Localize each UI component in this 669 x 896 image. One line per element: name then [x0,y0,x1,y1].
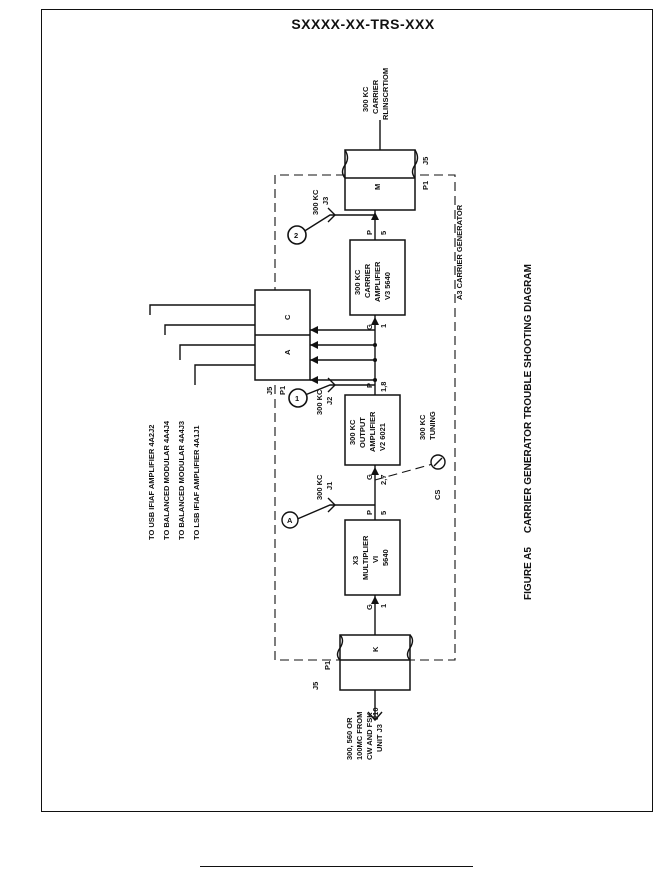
block-carrier-amp: 300 KC CARRIER AMPLIFIER V3 5640 [349,239,406,316]
connector-middle-pin-c: C [283,314,292,320]
figure-caption: FIGURE A5 CARRIER GENERATOR TROUBLE SHOO… [523,264,534,600]
svg-text:A: A [287,516,293,525]
connector-middle-j: J5 [265,387,274,395]
svg-text:V2 6021: V2 6021 [378,423,387,451]
svg-text:1: 1 [379,324,388,328]
connector-right-j: J5 [421,157,430,165]
svg-text:300 KC: 300 KC [361,86,370,112]
svg-text:5: 5 [379,511,388,515]
svg-text:P: P [365,510,374,515]
connector-right-p: P1 [421,181,430,190]
svg-text:UNIT J3: UNIT J3 [375,724,384,752]
connector-right: M P1 J5 [341,149,430,211]
signal-path [371,210,379,635]
svg-text:X3: X3 [351,556,360,565]
bus-lines [310,326,377,384]
output-lead: 300 KC CARRIER RLINSCRTIOM [361,68,390,150]
block-output-amp: 300 KC OUTPUT AMPLIFIER V2 6021 [344,394,401,466]
destination-4: TO LSB IFIAF AMPLIFIER 4A1J1 [192,425,201,540]
svg-text:VI: VI [371,556,380,563]
destination-3: TO BALANCED MODULAR 4A4J3 [177,421,186,540]
svg-text:300 KC: 300 KC [315,389,324,415]
connector-middle-pin-a: A [283,349,292,355]
svg-text:2: 2 [294,231,298,240]
svg-text:1,8: 1,8 [379,382,388,392]
svg-text:J2: J2 [325,397,334,405]
svg-text:G: G [365,474,374,480]
connector-left-pin: K [371,646,380,652]
svg-text:J3: J3 [321,197,330,205]
svg-text:300, 560 OR: 300, 560 OR [345,717,354,760]
svg-text:P: P [365,230,374,235]
svg-text:TUNING: TUNING [428,411,437,440]
page-border [41,9,653,812]
svg-text:CARRIER: CARRIER [363,263,372,298]
svg-text:300 KC: 300 KC [311,189,320,215]
test-point-a: A 300 KC J1 [281,474,375,529]
svg-text:AMPLIFIER: AMPLIFIER [368,411,377,452]
document-id: SXXXX-XX-TRS-XXX [291,16,435,32]
svg-text:CS: CS [433,490,442,500]
input-lead: J10 300, 560 OR 100MC FROM CW AND FSK UN… [345,690,384,760]
svg-text:AMPLIFIER: AMPLIFIER [373,261,382,302]
connector-left-j: J5 [311,682,320,690]
input-jack: J10 [371,707,380,720]
svg-text:V3 5640: V3 5640 [383,272,392,300]
svg-text:1: 1 [295,394,299,403]
svg-text:G: G [365,324,374,330]
svg-text:300 KC: 300 KC [418,414,427,440]
connector-right-pin: M [373,184,382,190]
svg-text:300 KC: 300 KC [315,474,324,500]
svg-text:J1: J1 [325,482,334,490]
block-multiplier: X3 MULTIPLIER VI 5640 [344,519,401,596]
svg-text:1: 1 [379,604,388,608]
destination-2: TO BALANCED MODULAR 4A4J4 [162,420,171,540]
section-label: A3 CARRIER GENERATOR [455,204,464,300]
svg-text:MULTIPLIER: MULTIPLIER [361,535,370,580]
svg-text:CW AND FSK: CW AND FSK [365,712,374,760]
connector-left-p: P1 [323,661,332,670]
svg-text:OUTPUT: OUTPUT [358,417,367,448]
svg-text:5640: 5640 [381,549,390,566]
destination-1: TO USB IFIAF AMPLIFIER 4A2J2 [147,425,156,540]
svg-text:300 KC: 300 KC [348,419,357,445]
svg-text:2,7: 2,7 [379,475,388,485]
tuning-control: CS 300 KC TUNING [374,411,446,500]
svg-text:300 KC: 300 KC [353,269,362,295]
svg-text:G: G [365,604,374,610]
test-point-1: 1 300 KC J2 [288,377,375,415]
connector-middle: A C P1 J5 [254,289,311,395]
svg-text:5: 5 [379,231,388,235]
svg-text:RLINSCRTIOM: RLINSCRTIOM [381,68,390,120]
test-point-2: 2 300 KC J3 [287,189,375,245]
connector-middle-p: P1 [278,386,287,395]
svg-text:CARRIER: CARRIER [371,79,380,114]
connector-left: K P1 J5 [311,634,414,691]
destination-leads: TO USB IFIAF AMPLIFIER 4A2J2 TO BALANCED… [147,304,255,540]
svg-text:100MC FROM: 100MC FROM [355,712,364,760]
footer-rule [200,866,473,867]
